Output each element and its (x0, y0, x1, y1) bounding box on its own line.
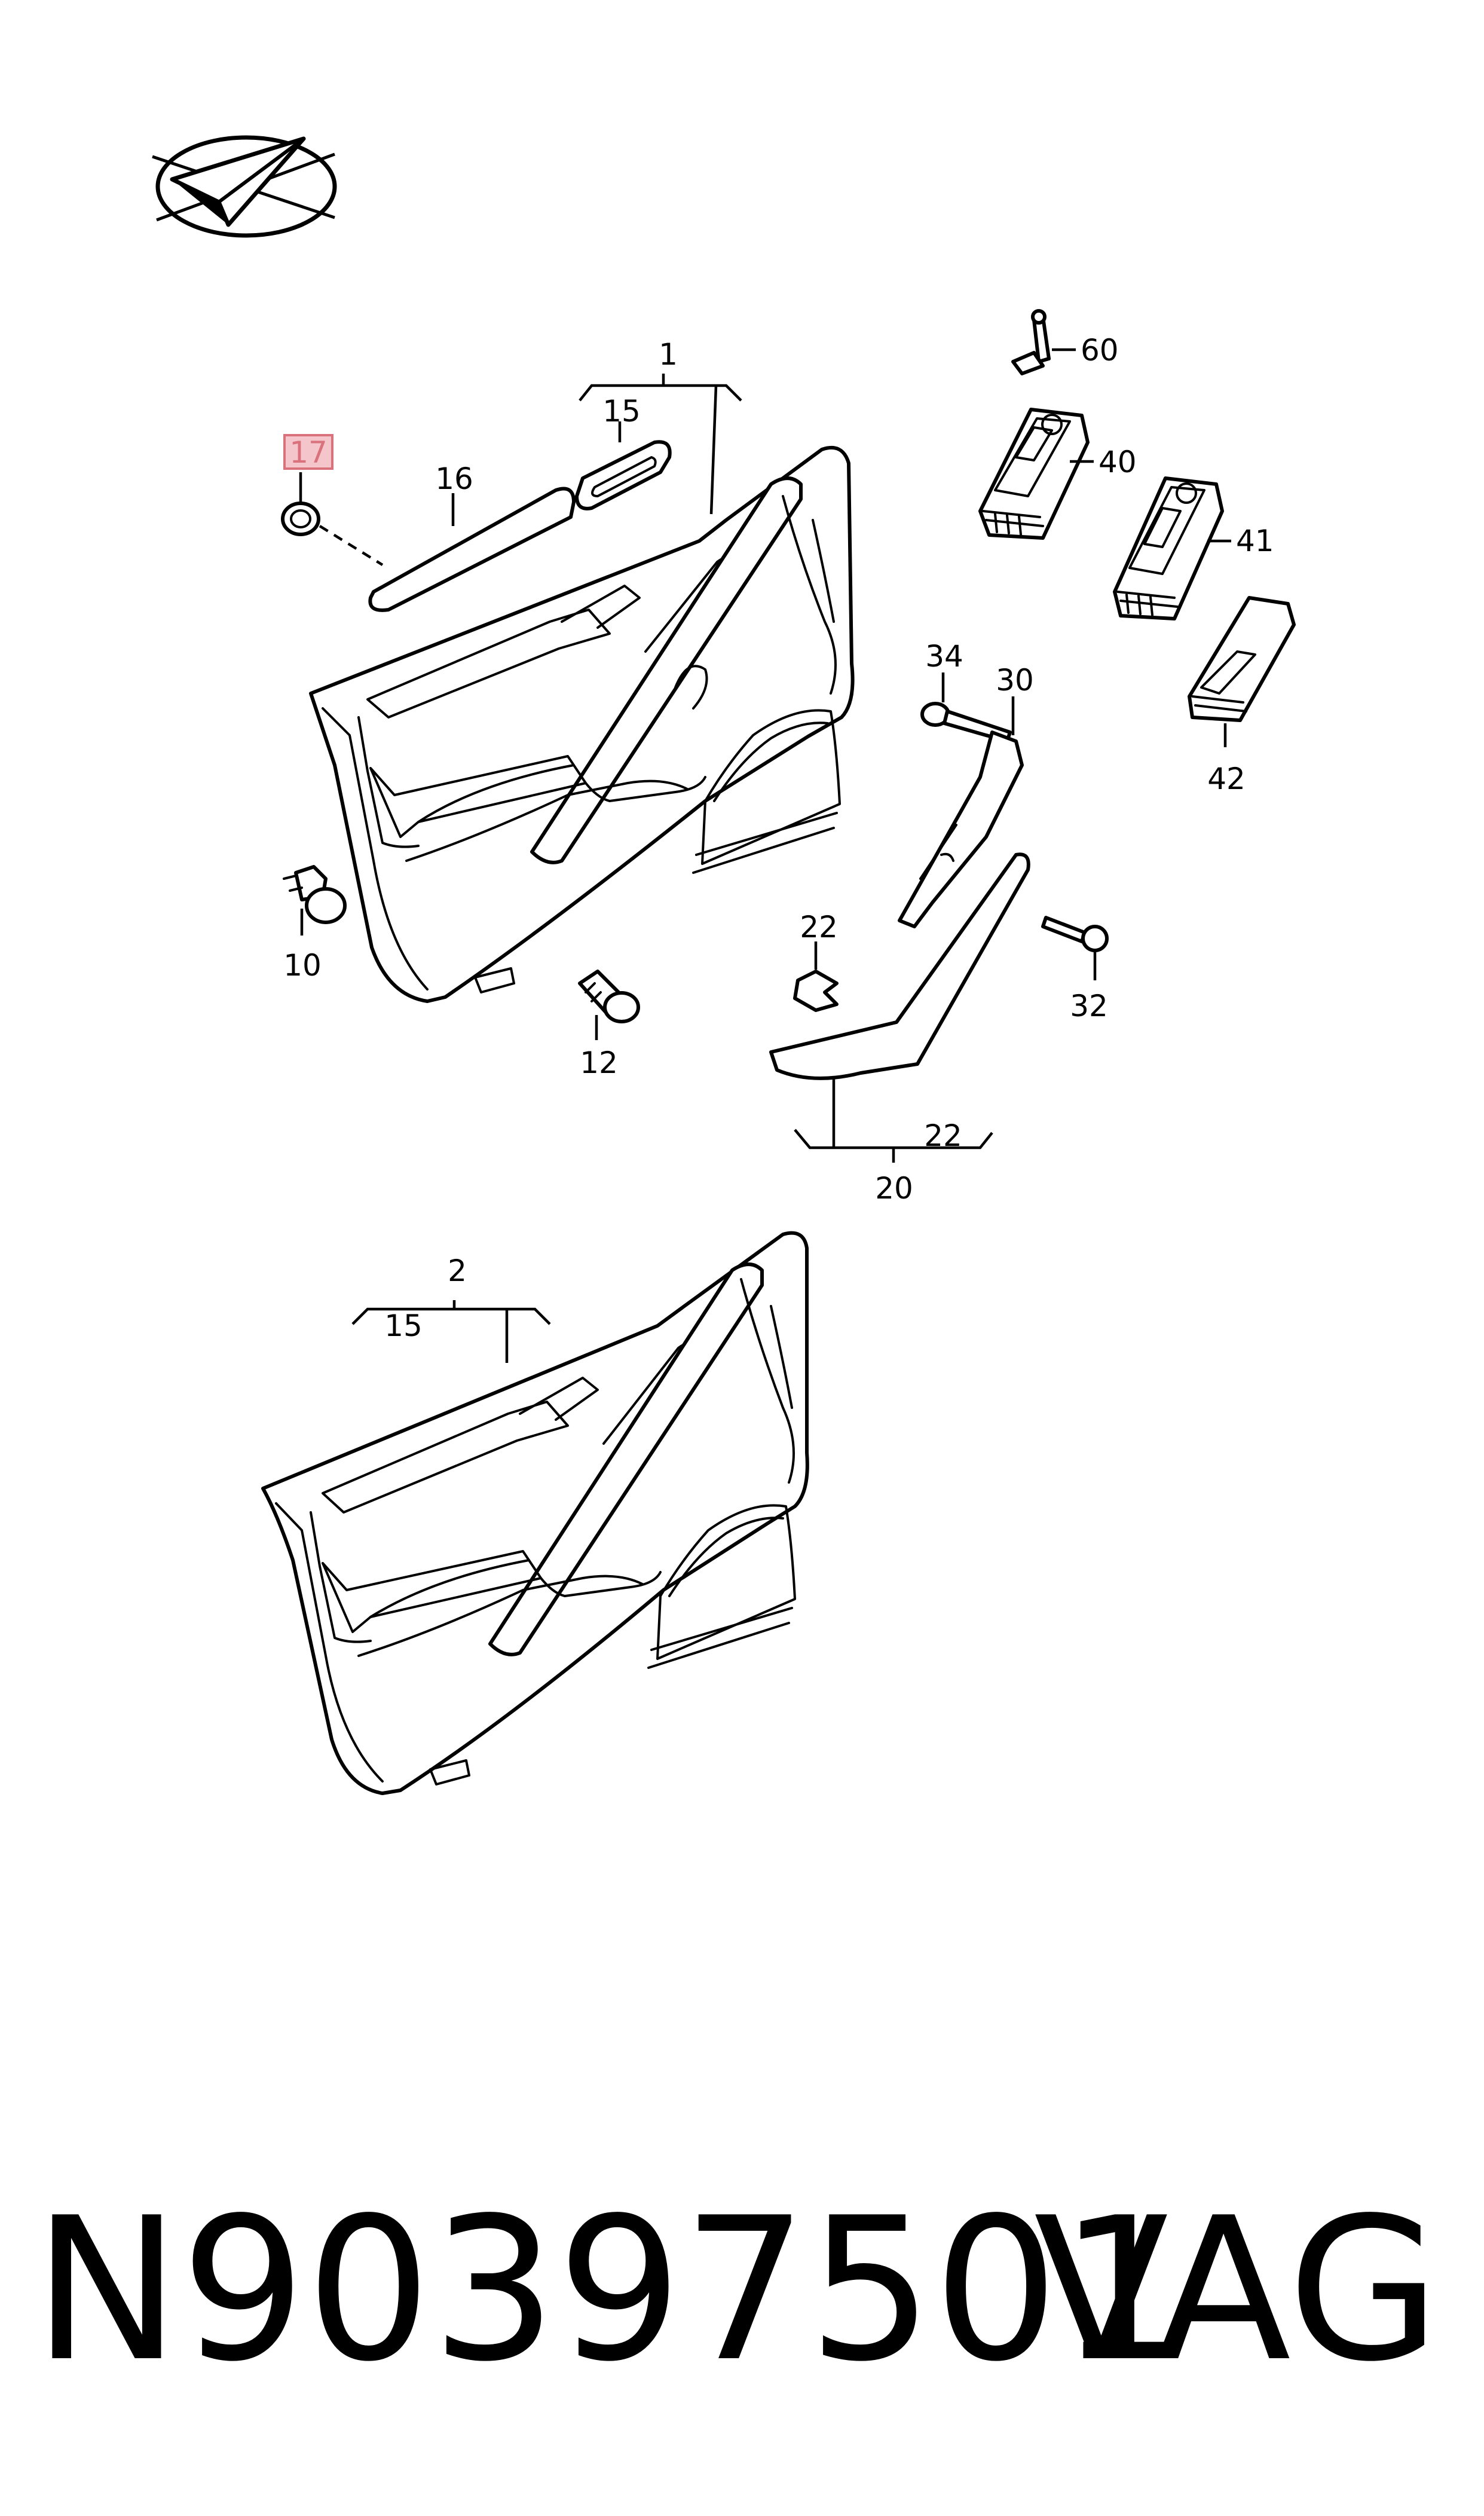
rivet-10 (283, 865, 347, 924)
clip-17 (281, 502, 384, 566)
bulb-60 (1011, 309, 1051, 375)
callout-10: 10 (283, 948, 322, 983)
bracket-30 (898, 730, 1024, 928)
callout-34: 34 (925, 639, 963, 674)
trim-strip-16 (368, 487, 576, 612)
armrest-trim-20 (769, 852, 1030, 1080)
callout-42: 42 (1207, 762, 1246, 796)
callout-41: 41 (1236, 524, 1274, 558)
callout-2: 2 (448, 1254, 467, 1288)
callout-32: 32 (1070, 989, 1108, 1023)
window-switch-40 (978, 408, 1090, 540)
callout-20: 20 (875, 1171, 913, 1206)
leader-lines (299, 348, 1231, 1363)
door-trim-panel-upper (309, 445, 855, 1003)
paper-plane-logo-icon (152, 135, 337, 238)
part-number: N90397501 (33, 2175, 1185, 2405)
screw-32 (1041, 916, 1109, 952)
window-switch-41 (1113, 476, 1224, 620)
callout-15b: 15 (384, 1309, 423, 1343)
clip-22 (793, 970, 839, 1012)
callout-22b: 22 (924, 1118, 962, 1153)
callout-60: 60 (1081, 333, 1119, 368)
callout-17: 17 (289, 435, 328, 470)
callout-40: 40 (1099, 445, 1137, 479)
callout-16: 16 (435, 461, 473, 496)
callout-1: 1 (659, 337, 678, 372)
door-trim-panel-lower (261, 1231, 809, 1795)
callout-22a: 22 (800, 910, 838, 944)
callout-labels: 1 15 16 17 60 40 41 34 30 42 10 22 32 12… (283, 333, 1274, 1343)
brand-name: VAG (1034, 2175, 1440, 2405)
window-switch-42 (1188, 596, 1296, 722)
handle-insert-15 (575, 440, 672, 510)
callout-15a: 15 (602, 394, 641, 429)
screw-12 (578, 970, 640, 1023)
callout-30: 30 (996, 663, 1034, 698)
callout-12: 12 (580, 1045, 618, 1080)
highlight-box-17 (283, 434, 333, 470)
